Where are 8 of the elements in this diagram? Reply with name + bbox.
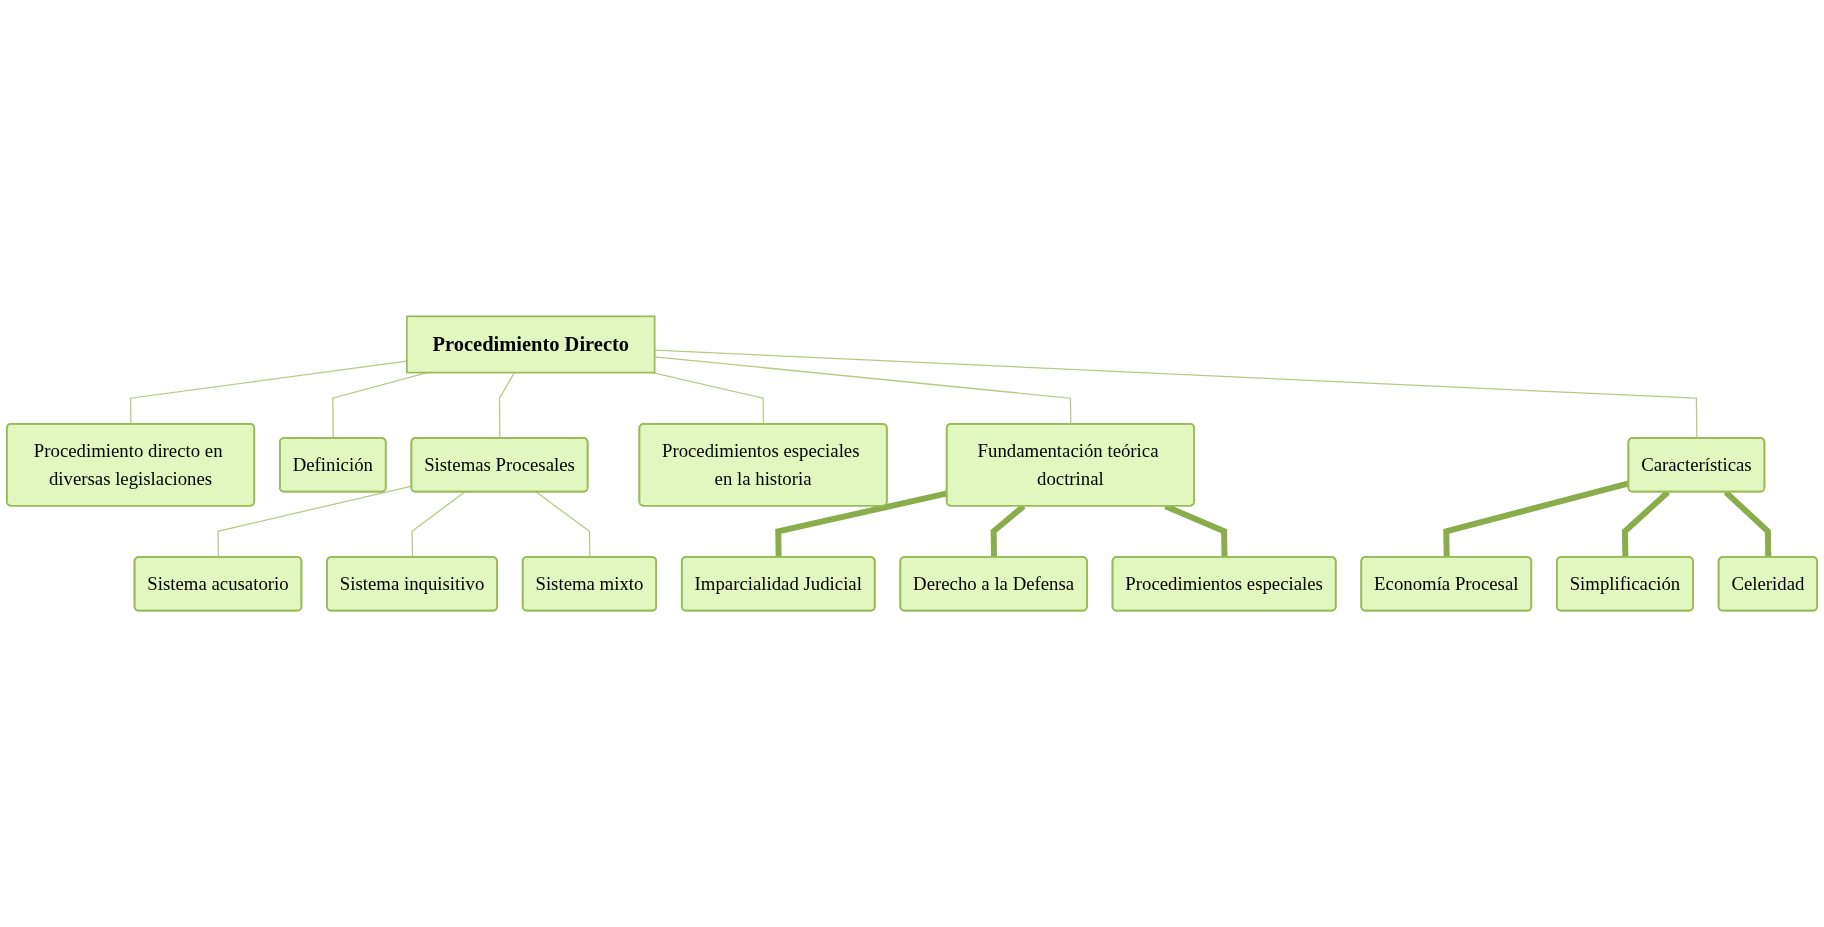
connector xyxy=(775,490,948,558)
connector xyxy=(654,349,1698,439)
node-box: Procedimiento Directo xyxy=(406,315,656,374)
connector xyxy=(651,372,765,425)
connector xyxy=(411,491,466,558)
connector xyxy=(498,372,515,439)
connector xyxy=(654,356,1072,425)
connector xyxy=(535,491,591,558)
